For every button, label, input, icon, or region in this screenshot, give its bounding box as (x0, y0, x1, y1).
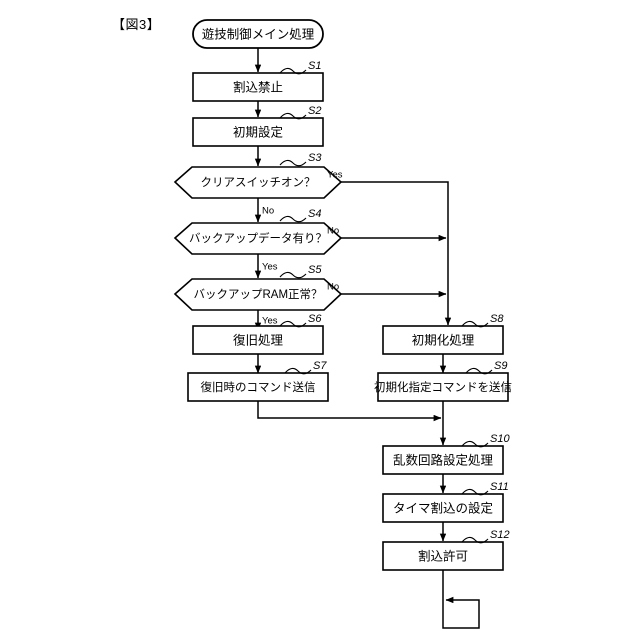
step-ref-s4: S4 (279, 208, 321, 223)
node-s8[interactable]: 初期化処理 (382, 325, 504, 355)
process-shape (192, 325, 324, 355)
leader-line (279, 215, 307, 223)
edge-s7-to-trunk (257, 400, 442, 422)
process-shape (382, 445, 504, 475)
step-ref-s9-text: S9 (494, 360, 507, 372)
decision-shape (173, 166, 343, 199)
branch-label-s5-no: No (327, 282, 339, 293)
node-s9[interactable]: 初期化指定コマンドを送信 (374, 372, 512, 402)
process-shape (187, 372, 329, 402)
node-s2-label: 初期設定 (233, 124, 283, 139)
step-ref-s2-text: S2 (308, 105, 321, 117)
node-s11-label: タイマ割込の設定 (393, 500, 493, 515)
step-ref-s10: S10 (461, 433, 510, 448)
step-ref-s12: S12 (461, 529, 510, 544)
node-start[interactable]: 遊技制御メイン処理 (192, 19, 324, 49)
node-s1[interactable]: 割込禁止 (192, 72, 324, 102)
node-s11[interactable]: タイマ割込の設定 (382, 493, 504, 523)
step-ref-s10-text: S10 (490, 433, 510, 445)
leader-line (461, 440, 489, 448)
leader-line (279, 320, 307, 328)
branch-label-s4-no: No (327, 226, 339, 237)
decision-shape (173, 222, 343, 255)
leader-line (461, 320, 489, 328)
step-ref-s11-text: S11 (490, 481, 509, 493)
branch-label-s3-no: No (262, 206, 274, 217)
step-label-layer: S1 S2 S3 S4 S5 S6 (279, 60, 510, 544)
node-s6-label: 復旧処理 (233, 332, 284, 347)
leader-line (279, 67, 307, 75)
connector-layer (254, 48, 480, 629)
leader-line (284, 367, 312, 375)
node-s6[interactable]: 復旧処理 (192, 325, 324, 355)
node-s4[interactable]: バックアップデータ有り？ (173, 222, 343, 255)
node-s2[interactable]: 初期設定 (192, 117, 324, 147)
leader-line (461, 488, 489, 496)
step-ref-s8: S8 (461, 313, 504, 328)
step-ref-s2: S2 (279, 105, 321, 120)
node-s10-label: 乱数回路設定処理 (393, 452, 494, 467)
process-shape (382, 493, 504, 523)
node-s3[interactable]: クリアスイッチオン？ (173, 166, 343, 199)
leader-line (279, 271, 307, 279)
edge-s12-loop-back (442, 569, 480, 629)
step-ref-s12-text: S12 (490, 529, 510, 541)
node-s7-label: 復旧時のコマンド送信 (201, 380, 316, 394)
leader-line (279, 112, 307, 120)
step-ref-s5: S5 (279, 264, 322, 279)
process-shape (377, 372, 509, 402)
step-ref-s1: S1 (279, 60, 321, 75)
branch-label-s3-yes: Yes (327, 170, 343, 181)
decision-shape (173, 278, 343, 311)
branch-label-s5-yes: Yes (262, 316, 278, 327)
node-s8-label: 初期化処理 (412, 333, 475, 347)
process-shape (192, 117, 324, 147)
process-shape (192, 72, 324, 102)
branch-label-layer: Yes No No Yes No Yes (262, 170, 343, 327)
leader-line (461, 536, 489, 544)
node-s7[interactable]: 復旧時のコマンド送信 (187, 372, 329, 402)
node-s12-label: 割込許可 (418, 548, 468, 563)
step-ref-s7: S7 (284, 360, 327, 375)
node-start-label: 遊技制御メイン処理 (202, 26, 315, 41)
leader-line (279, 159, 307, 167)
node-s4-label: バックアップデータ有り？ (189, 231, 327, 245)
step-ref-s8-text: S8 (490, 313, 504, 325)
process-shape (382, 325, 504, 355)
node-s3-label: クリアスイッチオン？ (201, 176, 316, 189)
step-ref-s7-text: S7 (313, 360, 327, 372)
edge-s3-yes-to-s8 (325, 181, 452, 326)
node-s1-label: 割込禁止 (233, 79, 283, 94)
leader-line (465, 367, 493, 375)
step-ref-s3: S3 (279, 152, 322, 167)
step-ref-s9: S9 (465, 360, 507, 375)
step-ref-s6-text: S6 (308, 313, 322, 325)
step-ref-s5-text: S5 (308, 264, 322, 276)
node-s12[interactable]: 割込許可 (382, 541, 504, 571)
node-s10[interactable]: 乱数回路設定処理 (382, 445, 504, 475)
step-ref-s6: S6 (279, 313, 322, 328)
terminator-shape (192, 19, 324, 49)
figure-number-label: 【図3】 (112, 17, 161, 32)
step-ref-s11: S11 (461, 481, 509, 496)
node-s5-label: バックアップRAM正常？ (193, 288, 322, 301)
step-ref-s4-text: S4 (308, 208, 321, 220)
node-s5[interactable]: バックアップRAM正常？ (173, 278, 343, 311)
step-ref-s3-text: S3 (308, 152, 322, 164)
node-s9-label: 初期化指定コマンドを送信 (374, 380, 512, 394)
branch-label-s4-yes: Yes (262, 262, 278, 273)
step-ref-s1-text: S1 (308, 60, 321, 72)
process-shape (382, 541, 504, 571)
